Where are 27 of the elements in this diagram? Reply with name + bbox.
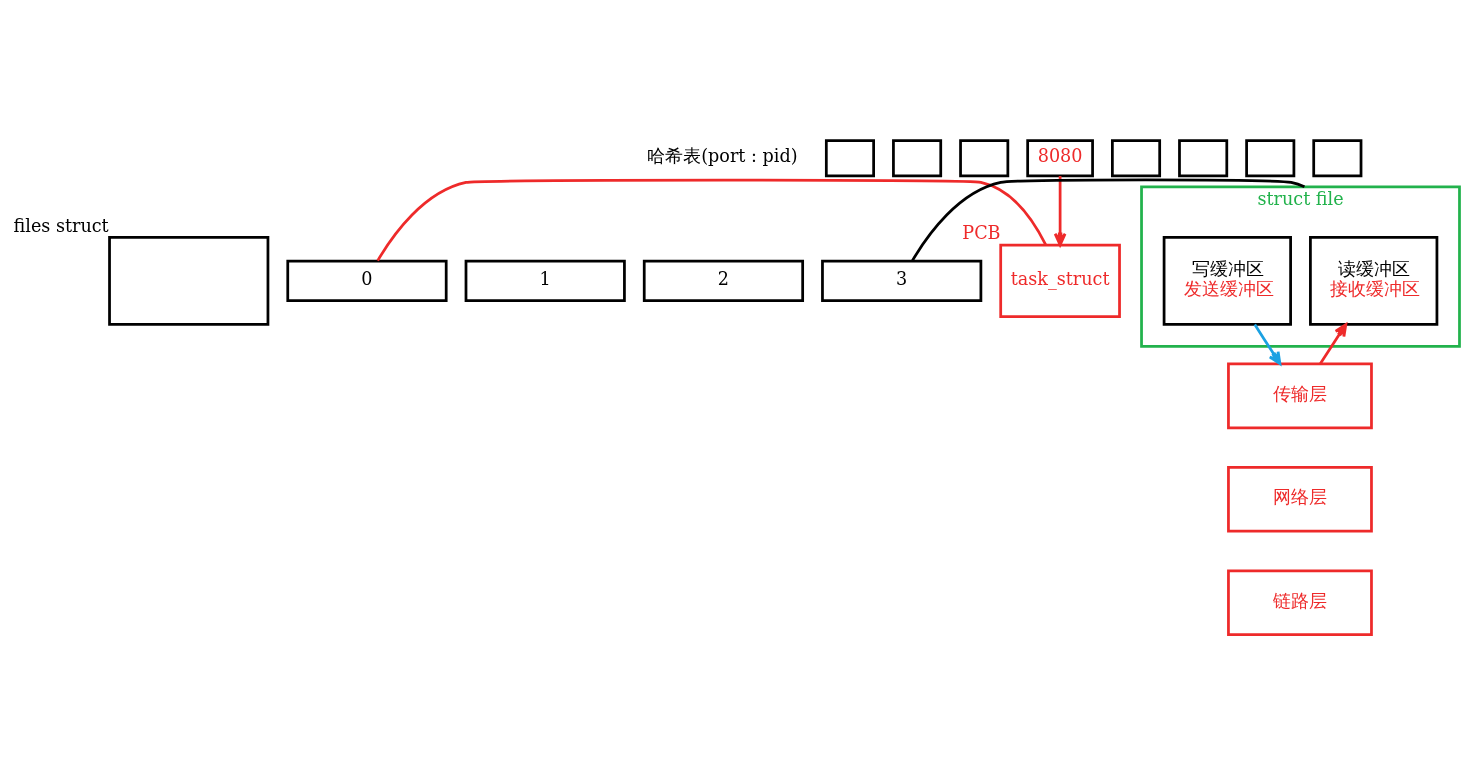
node-box: 读缓冲区 接收缓冲区: [1309, 235, 1439, 326]
node-box: 传输层: [1227, 362, 1373, 429]
arrow: [1319, 322, 1348, 364]
node-box: [1312, 138, 1363, 177]
node-box: 8080: [1026, 138, 1094, 177]
node-box: 3: [821, 259, 983, 302]
node-box: [892, 138, 943, 177]
node-box: [108, 235, 270, 326]
node-box: [824, 138, 875, 177]
node-box: [959, 138, 1010, 177]
node-label: files struct: [13, 215, 109, 236]
node-box: [1178, 138, 1229, 177]
node-box: 1: [464, 259, 626, 302]
node-box: task_struct: [999, 243, 1121, 318]
node-label: PCB: [962, 222, 1001, 243]
node-box: 0: [286, 259, 448, 302]
node-box: 2: [642, 259, 805, 302]
arrow: [1253, 323, 1282, 365]
connector: [376, 178, 1048, 261]
node-box: 写缓冲区 发送缓冲区: [1162, 235, 1292, 326]
arrow: [1053, 175, 1067, 246]
connector: [911, 178, 1305, 261]
node-box: [1245, 138, 1296, 177]
node-box: [1111, 138, 1162, 177]
label: 哈希表(port : pid): [647, 145, 798, 166]
node-box: 网络层: [1227, 465, 1373, 533]
node-box: 链路层: [1227, 568, 1373, 636]
